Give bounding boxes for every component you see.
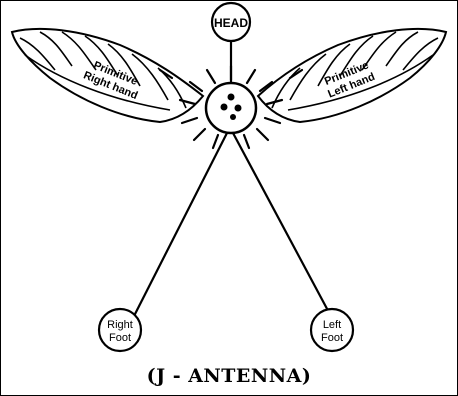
left-foot-label-line1: Left bbox=[323, 319, 341, 331]
body-circle bbox=[204, 81, 258, 135]
diagram-caption: (J - ANTENNA) bbox=[146, 365, 312, 387]
right-foot-node bbox=[97, 307, 143, 353]
head-node bbox=[210, 1, 252, 43]
left-foot-label-line2: Foot bbox=[321, 332, 343, 344]
right-foot-label-line1: Right bbox=[107, 319, 133, 331]
left-leg-line bbox=[232, 132, 334, 321]
energy-rays bbox=[158, 64, 304, 150]
left-hand-wing bbox=[256, 27, 448, 124]
body-dot bbox=[220, 103, 228, 111]
body-dot bbox=[230, 114, 236, 120]
right-foot-label-line2: Foot bbox=[109, 332, 131, 344]
left-foot-node bbox=[309, 307, 355, 353]
body-dot bbox=[227, 93, 235, 101]
right-leg-line bbox=[131, 132, 228, 321]
body-dot bbox=[234, 104, 242, 112]
head-label: HEAD bbox=[214, 16, 248, 30]
